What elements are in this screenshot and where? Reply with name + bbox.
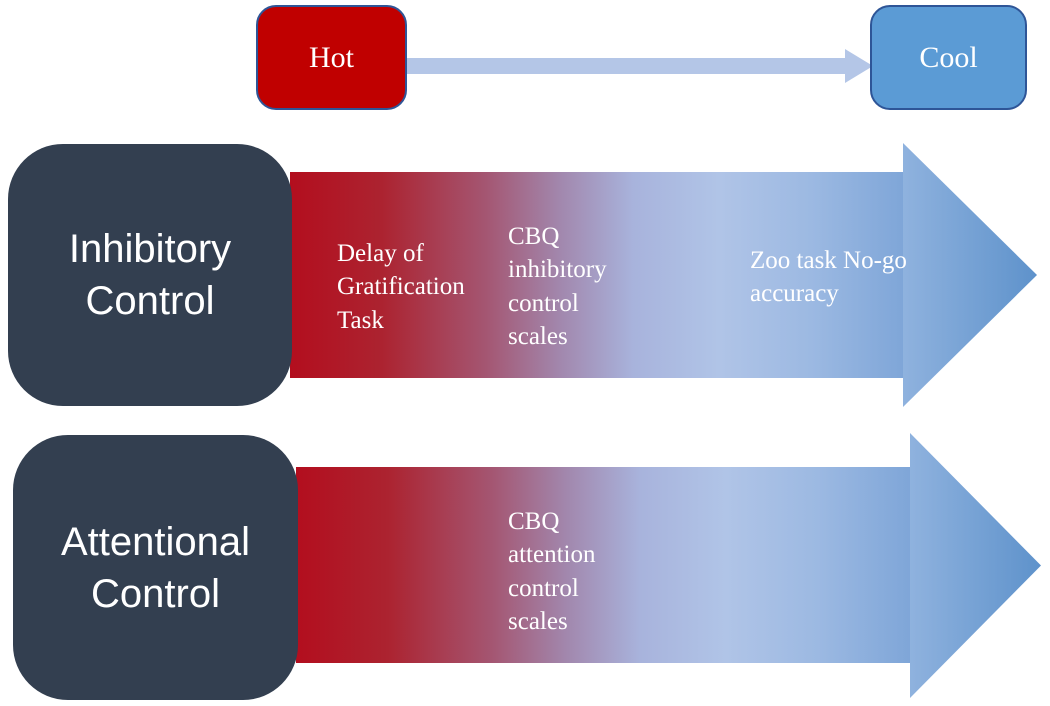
hot-box: Hot [256, 5, 407, 110]
inhibitory-arrow-shaft [290, 172, 903, 378]
inhibitory-arrow-head-icon [903, 143, 1037, 407]
cool-label: Cool [919, 40, 978, 74]
attentional-arrow-shaft [296, 467, 910, 663]
attentional-control-box: Attentional Control [13, 435, 298, 700]
measure-cbq-inhibitory-control: CBQ inhibitory control scales [508, 223, 607, 350]
measure-delay-of-gratification: Delay of Gratification Task [337, 240, 465, 334]
attentional-control-label: Attentional Control [60, 519, 251, 616]
inhibitory-control-box: Inhibitory Control [8, 144, 292, 406]
attentional-arrow-head-icon [910, 433, 1041, 698]
measure-zoo-task-no-go: Zoo task No-go accuracy [750, 247, 907, 308]
hot-to-cool-arrow-shaft [407, 58, 847, 74]
inhibitory-control-label: Inhibitory Control [68, 227, 232, 323]
hot-label: Hot [309, 40, 354, 74]
cool-box: Cool [870, 5, 1027, 110]
measure-cbq-attention-control: CBQ attention control scales [508, 508, 596, 635]
hot-to-cool-arrow-head-icon [845, 49, 873, 83]
